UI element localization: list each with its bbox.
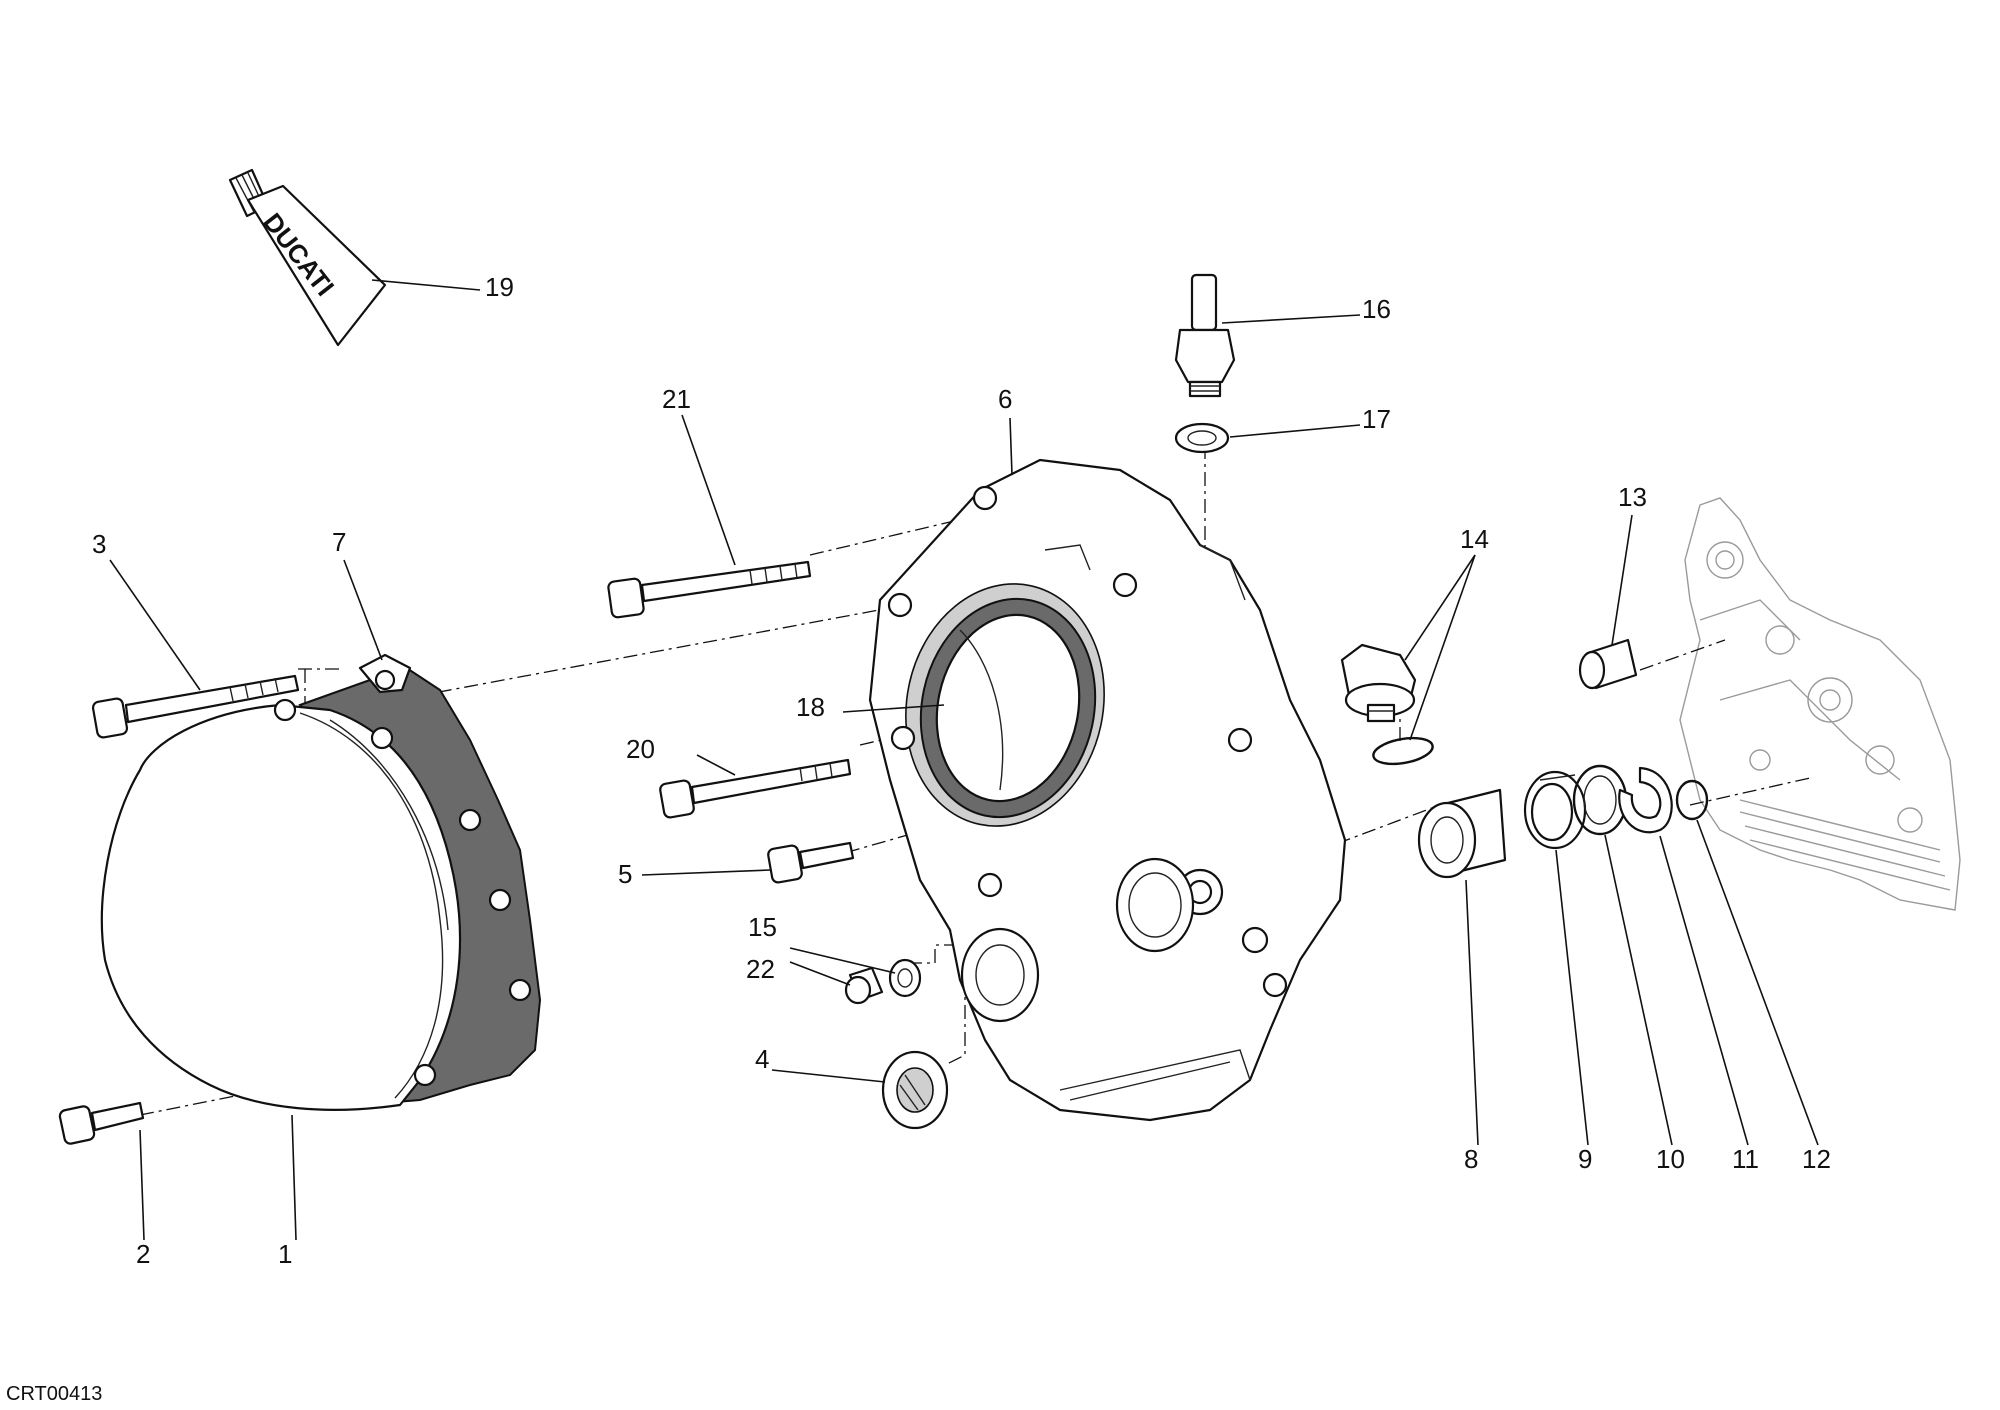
callout-19: 19 xyxy=(485,272,514,302)
callout-22: 22 xyxy=(746,954,775,984)
crankcase-cover xyxy=(868,458,1347,1122)
callout-6: 6 xyxy=(998,384,1012,414)
callout-8: 8 xyxy=(1464,1144,1478,1174)
callout-18: 18 xyxy=(796,692,825,722)
callout-11: 11 xyxy=(1732,1144,1759,1174)
callout-9: 9 xyxy=(1578,1144,1592,1174)
plug-22 xyxy=(844,966,884,1005)
o-ring-12 xyxy=(1675,779,1709,821)
seal-9 xyxy=(1523,770,1587,850)
callout-labels: 1 2 3 4 5 6 7 8 9 10 11 12 13 14 15 16 1… xyxy=(92,272,1831,1269)
callout-21: 21 xyxy=(662,384,691,414)
bushing-8 xyxy=(1417,788,1507,879)
seal-4 xyxy=(881,1050,949,1130)
callout-12: 12 xyxy=(1802,1144,1831,1174)
callout-16: 16 xyxy=(1362,294,1391,324)
callout-2: 2 xyxy=(136,1239,150,1269)
drawing-code: CRT00413 xyxy=(6,1383,102,1405)
leader-lines xyxy=(109,279,1819,1241)
sealant-tube-icon: DUCATI xyxy=(228,168,387,347)
washer-15 xyxy=(888,958,922,998)
bolt-3 xyxy=(91,674,300,739)
callout-17: 17 xyxy=(1362,404,1391,434)
oil-plug-14 xyxy=(1340,643,1434,766)
temperature-sensor-16 xyxy=(1174,273,1236,398)
callout-4: 4 xyxy=(755,1044,769,1074)
callout-10: 10 xyxy=(1656,1144,1685,1174)
callout-14: 14 xyxy=(1460,524,1489,554)
oil-seal-18 xyxy=(919,597,1097,819)
callout-1: 1 xyxy=(278,1239,292,1269)
bolt-2 xyxy=(58,1101,145,1145)
callout-3: 3 xyxy=(92,529,106,559)
callout-7: 7 xyxy=(332,527,346,557)
callout-13: 13 xyxy=(1618,482,1647,512)
dowel-13 xyxy=(1578,638,1638,690)
washer-17 xyxy=(1174,422,1230,454)
callout-20: 20 xyxy=(626,734,655,764)
bolt-5 xyxy=(767,841,855,884)
callout-5: 5 xyxy=(618,859,632,889)
clutch-cover xyxy=(100,653,542,1111)
bolt-21 xyxy=(607,560,812,619)
bolt-20 xyxy=(659,758,852,819)
engine-case-outline xyxy=(1679,497,1961,911)
callout-15: 15 xyxy=(748,912,777,942)
circlip-11 xyxy=(1618,766,1673,834)
